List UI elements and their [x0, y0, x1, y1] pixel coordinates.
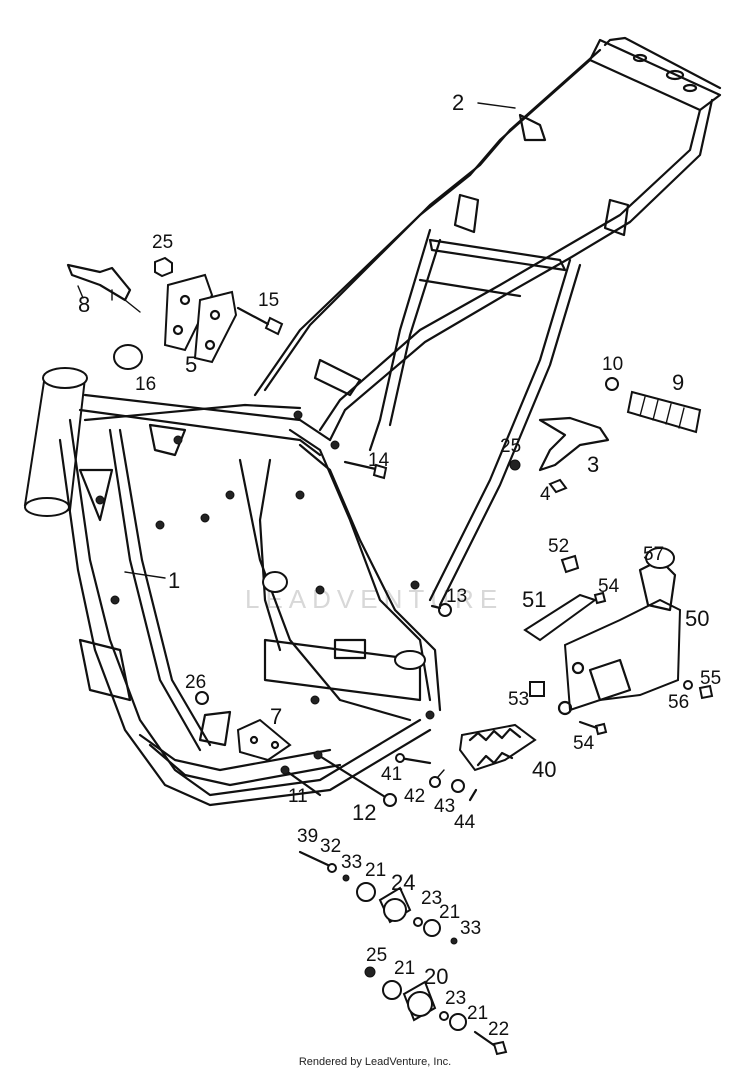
label-21-upper-left: 21	[365, 860, 386, 881]
label-21-lower-left: 21	[394, 958, 415, 979]
heel-guard-part-50	[557, 547, 682, 716]
label-41: 41	[381, 764, 402, 785]
label-8: 8	[78, 292, 90, 317]
switch-part-8	[66, 263, 141, 313]
footpeg-rubber-part-9	[605, 377, 702, 434]
label-42: 42	[404, 786, 425, 807]
bolt-part-12	[313, 750, 397, 807]
label-56: 56	[668, 692, 689, 713]
label-23-lower: 23	[445, 988, 466, 1009]
label-3: 3	[587, 452, 599, 477]
label-26: 26	[185, 672, 206, 693]
label-39: 39	[297, 826, 318, 847]
label-23-upper: 23	[421, 888, 442, 909]
spring-part-42	[429, 769, 445, 788]
leader-lines	[77, 102, 516, 579]
label-32: 32	[320, 836, 341, 857]
label-51: 51	[522, 587, 546, 612]
callout-labels: 2 1 25 8 15 5 16 10 9 25 3 4 14 52 57 54…	[78, 90, 721, 1040]
label-43: 43	[434, 796, 455, 817]
label-14: 14	[368, 450, 390, 471]
label-5: 5	[185, 352, 197, 377]
label-53: 53	[508, 689, 529, 710]
label-4: 4	[540, 484, 551, 505]
label-52: 52	[548, 536, 569, 557]
label-33-right: 33	[460, 918, 481, 939]
label-54-top: 54	[598, 576, 620, 597]
label-25-mid: 25	[500, 436, 521, 457]
washer-part-43	[451, 779, 465, 793]
cap-part-16	[113, 344, 143, 370]
label-15: 15	[258, 290, 279, 311]
bracket-part-51	[523, 593, 598, 642]
label-22: 22	[488, 1019, 509, 1040]
subframe-drawing	[253, 36, 722, 607]
label-16: 16	[135, 374, 156, 395]
label-2: 2	[452, 90, 464, 115]
footer-credit: Rendered by LeadVenture, Inc.	[298, 1056, 452, 1068]
label-44: 44	[454, 812, 476, 833]
label-33-left: 33	[341, 852, 362, 873]
label-54-bottom: 54	[573, 733, 595, 754]
nut-part-26	[195, 691, 209, 705]
bushing-assembly-20	[364, 966, 508, 1056]
label-21-upper-right: 21	[439, 902, 460, 923]
pin-part-41	[395, 753, 432, 765]
label-21-lower-right: 21	[467, 1003, 488, 1024]
clip-part-52	[560, 554, 580, 574]
label-11: 11	[288, 786, 308, 807]
nut-part-25-top	[154, 256, 173, 278]
engine-mount-plates-part-5	[163, 273, 238, 364]
label-50: 50	[685, 606, 709, 631]
footpeg-part-40	[458, 723, 537, 772]
label-20: 20	[424, 964, 448, 989]
bolt-part-13	[430, 603, 452, 617]
label-25-bottom: 25	[366, 945, 387, 966]
screw-part-55	[698, 684, 714, 700]
label-24: 24	[391, 870, 415, 895]
bracket-part-3	[509, 416, 610, 494]
washer-part-56	[683, 680, 693, 690]
bolt-part-15	[236, 306, 284, 336]
label-10: 10	[602, 354, 623, 375]
label-55: 55	[700, 668, 721, 689]
label-12: 12	[352, 800, 376, 825]
screw-part-54-top	[593, 591, 607, 605]
label-9: 9	[672, 370, 684, 395]
bushing-assembly-24	[298, 850, 458, 945]
screw-part-54-bottom	[578, 720, 608, 736]
bolt-part-14	[343, 460, 388, 480]
label-40: 40	[532, 757, 556, 782]
spacer-part-53	[529, 681, 545, 697]
label-57: 57	[643, 544, 664, 565]
label-7: 7	[270, 704, 282, 729]
cotter-part-44	[468, 788, 478, 802]
label-1: 1	[168, 568, 180, 593]
label-25-top: 25	[152, 232, 173, 253]
label-13: 13	[446, 586, 467, 607]
watermark-text: LEADVENTURE	[245, 584, 503, 614]
bolt-part-11	[280, 765, 322, 797]
plate-part-7	[236, 718, 292, 762]
